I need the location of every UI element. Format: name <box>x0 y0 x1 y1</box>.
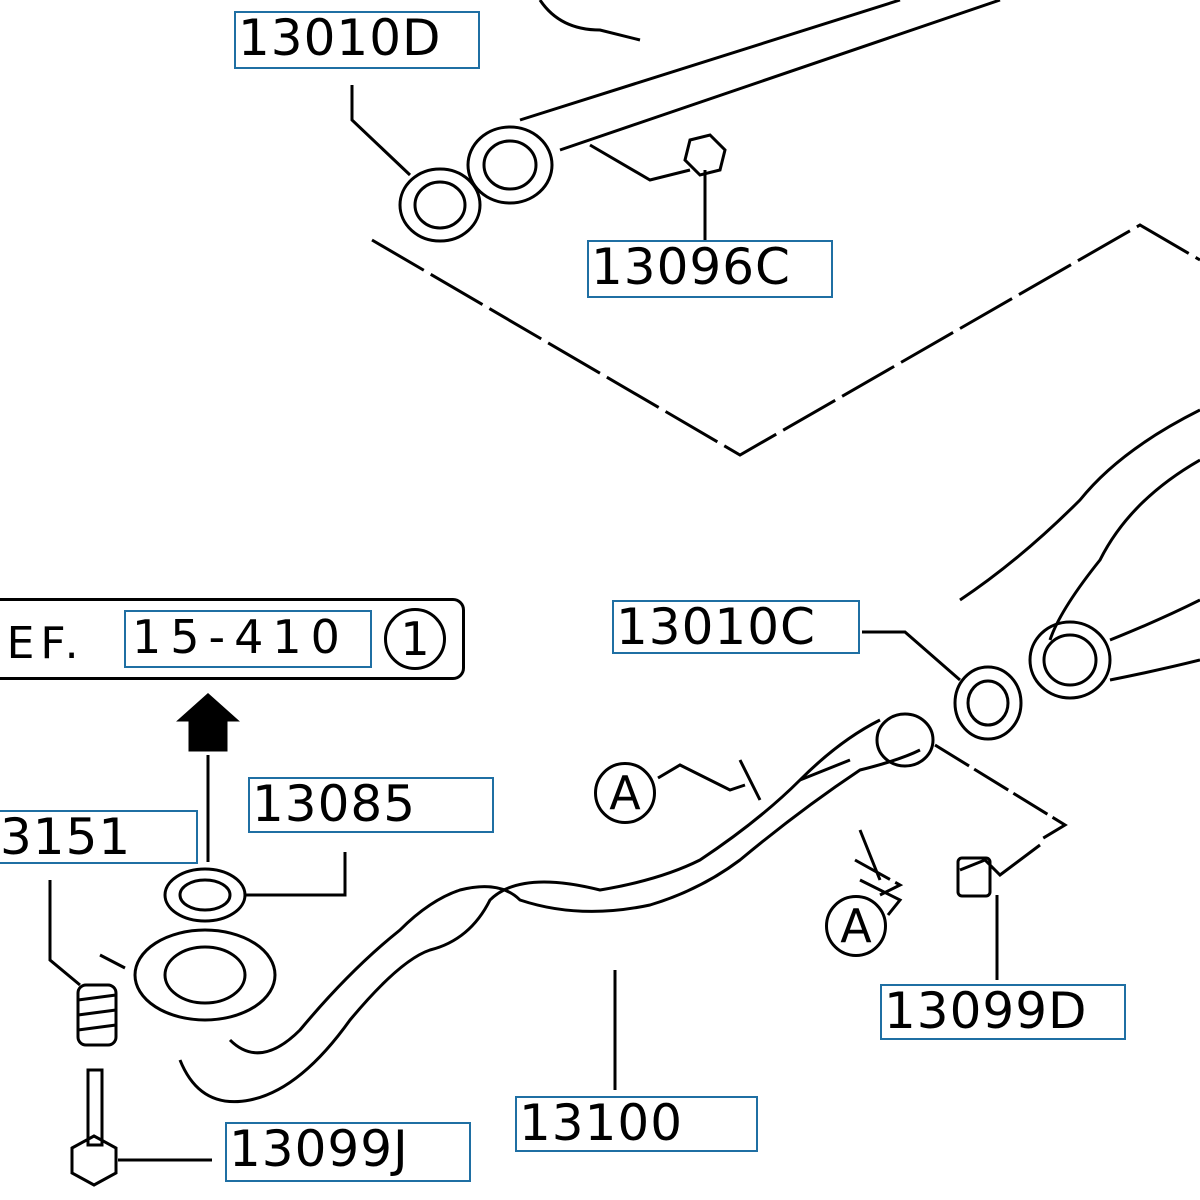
up-arrow-icon <box>176 692 240 752</box>
part-label-13100[interactable]: 13100 <box>515 1096 758 1152</box>
reference-prefix: REF. <box>0 618 85 669</box>
front-pipe-outer <box>178 718 881 1104</box>
nut-13096C <box>683 133 727 177</box>
callout-a: A <box>825 895 887 957</box>
gasket-13010C <box>953 665 1023 741</box>
upper-pipe <box>519 0 1001 152</box>
part-label-13096C[interactable]: 13096C <box>587 240 833 298</box>
callout-a: A <box>594 762 656 824</box>
part-label-13099J[interactable]: 13099J <box>225 1122 471 1182</box>
part-label-13010C[interactable]: 13010C <box>612 600 860 654</box>
part-label-13085[interactable]: 13085 <box>248 777 494 833</box>
part-label-13099D[interactable]: 13099D <box>880 984 1126 1040</box>
outlet-flange <box>875 712 935 768</box>
bolt-13099D <box>959 843 1041 877</box>
front-pipe-inner <box>228 748 921 1055</box>
gasket-13010D <box>398 167 482 243</box>
hanger <box>538 0 641 42</box>
upper-flange <box>466 125 554 205</box>
part-label-13010D[interactable]: 13010D <box>234 11 480 69</box>
pipe-inlet-flange <box>133 928 277 1022</box>
reference-box <box>0 598 465 680</box>
reference-circle-number: 1 <box>384 608 446 670</box>
bolt-13099J <box>86 1068 104 1147</box>
gasket-13085 <box>163 867 247 923</box>
reference-code-link[interactable]: 15-410 <box>124 610 372 668</box>
converter-flange <box>1028 620 1112 700</box>
part-label-3151[interactable]: 3151 <box>0 810 198 864</box>
